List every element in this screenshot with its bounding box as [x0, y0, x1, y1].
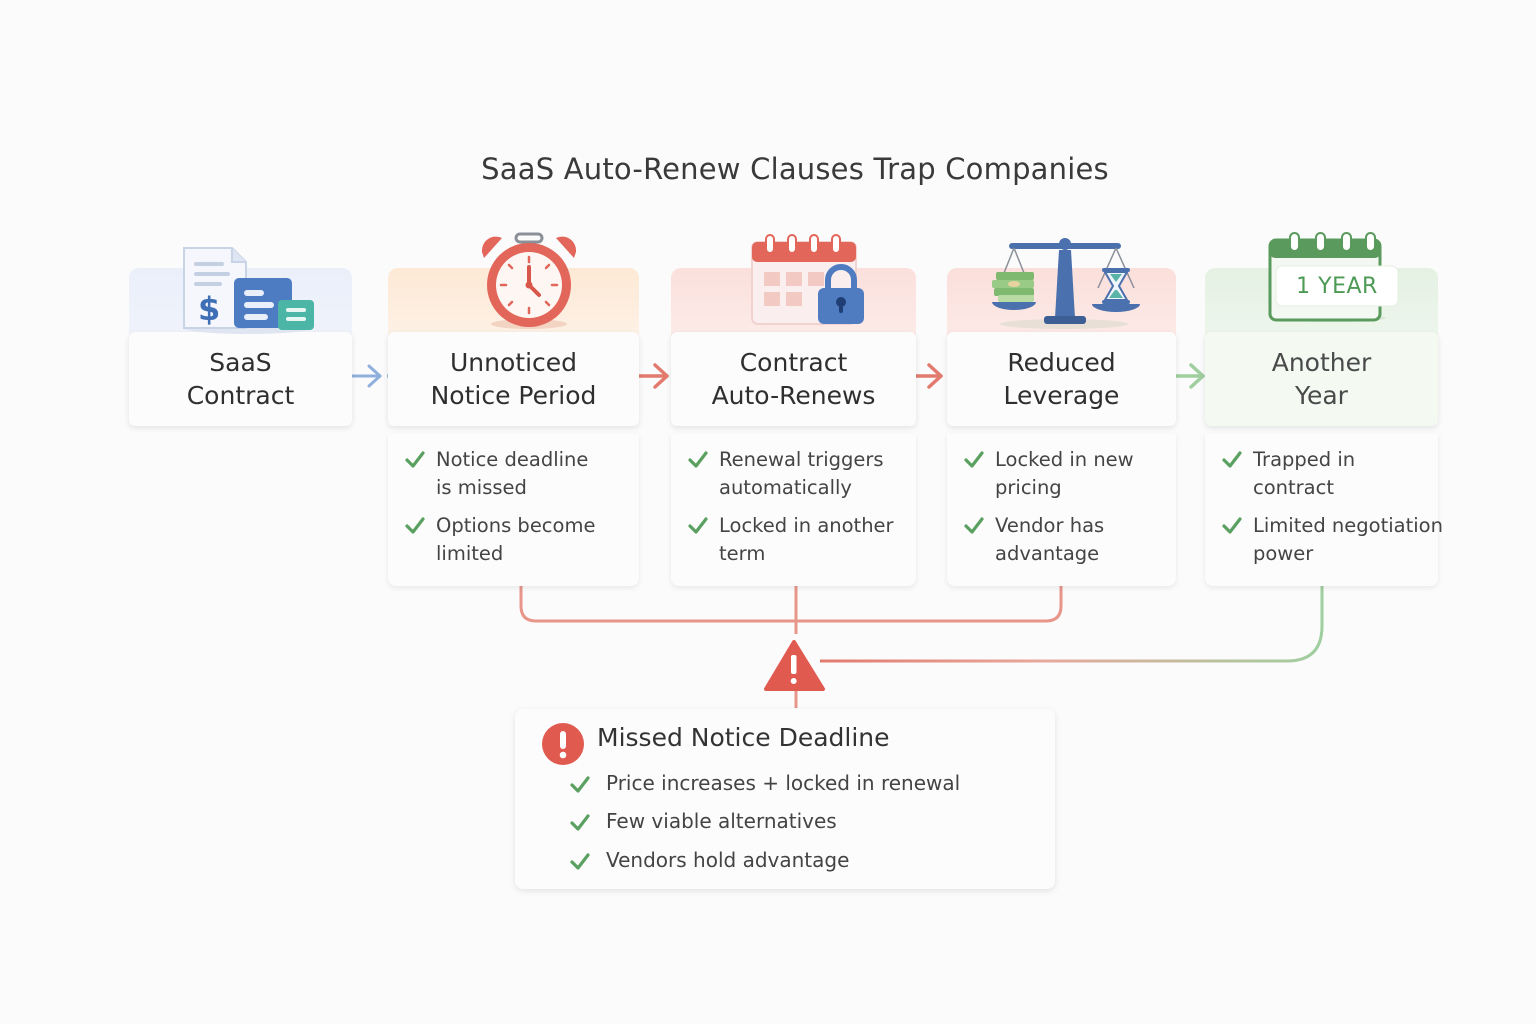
arrow-4-5	[1170, 363, 1205, 389]
warning-triangle-icon	[764, 640, 825, 691]
bullet-line: contract	[1253, 476, 1334, 499]
check-icon	[1222, 517, 1242, 534]
outcome-title: Missed Notice Deadline	[597, 723, 890, 752]
stage-bullet: Locked in another term	[687, 512, 910, 568]
stage-title-line: Year	[1295, 381, 1348, 410]
calendar-one-year-icon: 1 YEAR	[1266, 230, 1402, 322]
svg-text:$: $	[198, 290, 220, 328]
check-icon	[964, 451, 984, 468]
calendar-year-label: 1 YEAR	[1296, 274, 1378, 299]
stage-title-line: Leverage	[1003, 381, 1120, 410]
scale-money-hourglass-icon	[992, 238, 1140, 329]
bullet-line: Renewal triggers	[719, 448, 884, 471]
stage-bullet: Locked in new pricing	[963, 446, 1170, 502]
diagram-title: SaaS Auto-Renew Clauses Trap Companies	[481, 152, 1109, 186]
calendar-lock-icon	[751, 234, 864, 325]
alert-circle-icon	[542, 723, 584, 765]
stage-title-line: Notice Period	[430, 381, 597, 410]
stage-title-line: Reduced	[1007, 348, 1116, 377]
check-icon	[964, 517, 984, 534]
stage-title-line: Contract	[186, 381, 295, 410]
bullet-line: limited	[436, 542, 504, 565]
stage-title-line: Contract	[739, 348, 848, 377]
bullet-line: Notice deadline	[436, 448, 589, 471]
stage-title-line: Auto-Renews	[711, 381, 876, 410]
convergence-lines	[519, 586, 1063, 708]
bullet-line: Vendor has	[995, 514, 1105, 537]
return-line	[820, 586, 1324, 663]
stage-title-line: Unnoticed	[449, 348, 578, 377]
stage-bullet: Options become limited	[404, 512, 633, 568]
stage-title-line: SaaS	[209, 348, 272, 377]
check-icon	[570, 814, 590, 831]
bullet-line: Locked in new	[995, 448, 1134, 471]
bullet-line: automatically	[719, 476, 852, 499]
check-icon	[570, 776, 590, 793]
arrow-1-2	[347, 364, 382, 388]
check-icon	[570, 853, 590, 870]
check-icon	[688, 517, 708, 534]
outcome-item: Price increases + locked in renewal	[569, 771, 960, 795]
bullet-line: advantage	[995, 542, 1100, 565]
stage-bullet: Limited negotiation power	[1221, 512, 1443, 568]
check-icon	[688, 451, 708, 468]
stage-header: SaaS Contract	[129, 332, 352, 426]
stage-bullet: Notice deadline is missed	[404, 446, 633, 502]
arrow-2-3	[634, 363, 669, 389]
check-icon	[1222, 451, 1242, 468]
stage-title-line: Another	[1271, 348, 1372, 377]
stage-bullet: Trapped in contract	[1221, 446, 1432, 502]
outcome-item: Few viable alternatives	[569, 809, 837, 833]
bullet-line: Trapped in	[1253, 448, 1356, 471]
contract-document-dollar-icon: $	[183, 247, 314, 334]
bullet-line: is missed	[436, 476, 527, 499]
check-icon	[405, 451, 425, 468]
stage-saas-contract: SaaS Contract	[129, 268, 352, 428]
outcome-box: Missed Notice Deadline Price increases +…	[515, 709, 1055, 889]
bullet-line: Options become	[436, 514, 596, 537]
alarm-clock-icon	[481, 232, 577, 329]
outcome-item: Vendors hold advantage	[569, 848, 849, 872]
bullet-line: pricing	[995, 476, 1062, 499]
stage-bullet: Renewal triggers automatically	[687, 446, 910, 502]
bullet-line: Locked in another	[719, 514, 894, 537]
check-icon	[405, 517, 425, 534]
bullet-line: Limited negotiation	[1253, 514, 1443, 537]
bullet-line: power	[1253, 542, 1314, 565]
stage-bullet: Vendor has advantage	[963, 512, 1170, 568]
bullet-line: term	[719, 542, 766, 565]
